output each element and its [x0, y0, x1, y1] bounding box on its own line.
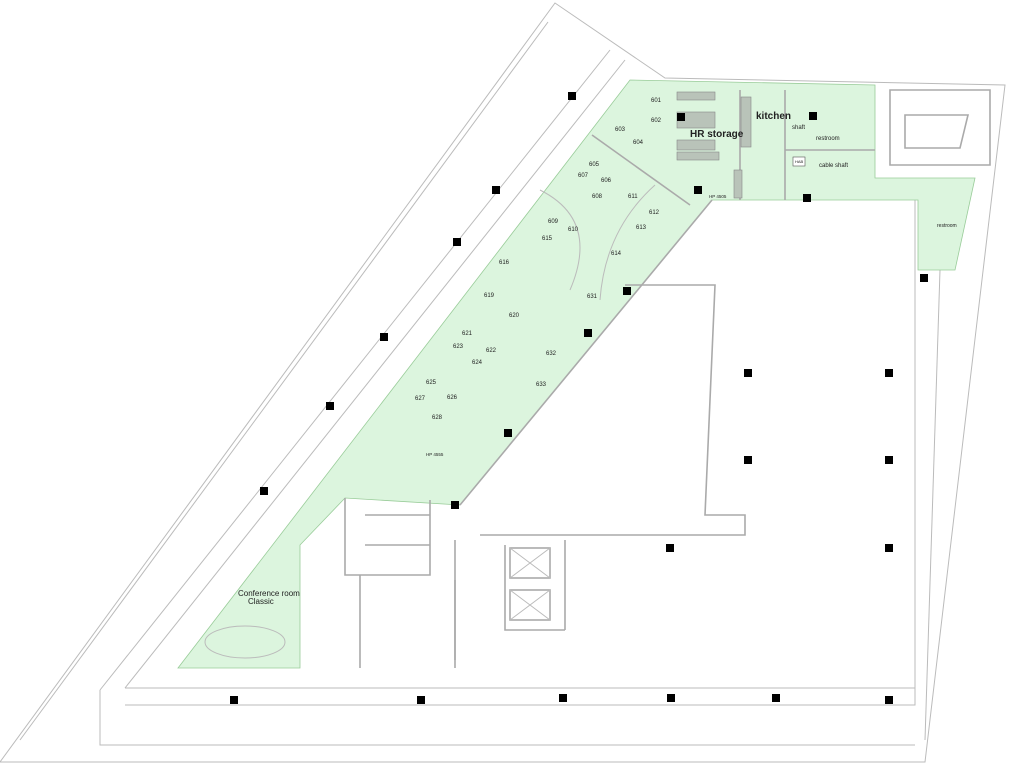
column-icon: [326, 402, 334, 410]
office-zone: [177, 79, 976, 669]
room-633-label[interactable]: 633: [536, 382, 547, 388]
room-610-label[interactable]: 610: [568, 227, 579, 233]
room-601-label[interactable]: 601: [651, 98, 662, 104]
column-icon: [666, 544, 674, 552]
room-631-label[interactable]: 631: [587, 294, 598, 300]
room-622-label[interactable]: 622: [486, 348, 497, 354]
column-icon: [380, 333, 388, 341]
room-624-label[interactable]: 624: [472, 360, 483, 366]
room-613-label[interactable]: 613: [636, 225, 647, 231]
column-icon: [417, 696, 425, 704]
room-632-label[interactable]: 632: [546, 351, 557, 357]
column-icon: [694, 186, 702, 194]
column-icon: [677, 113, 685, 121]
hr-storage-label: HR storage: [690, 129, 744, 140]
column-icon: [568, 92, 576, 100]
hab-label: HAB: [795, 159, 804, 164]
restroom-right-label: restroom: [937, 223, 957, 229]
column-icon: [260, 487, 268, 495]
storage-shelves: [676, 91, 752, 199]
column-icon: [451, 501, 459, 509]
column-icon: [885, 696, 893, 704]
room-603-label[interactable]: 603: [615, 127, 626, 133]
room-604-label[interactable]: 604: [633, 140, 644, 146]
hab-box: [792, 156, 806, 167]
room-621-label[interactable]: 621: [462, 331, 473, 337]
printer-hp4555-label[interactable]: HP 4555: [426, 452, 444, 457]
room-619-label[interactable]: 619: [484, 293, 495, 299]
room-611-label[interactable]: 611: [628, 194, 638, 200]
column-icon: [772, 694, 780, 702]
kitchen-label: kitchen: [756, 111, 791, 122]
room-628-label[interactable]: 628: [432, 415, 443, 421]
walls: [204, 89, 991, 668]
building-outline: [0, 2, 1006, 763]
column-icon: [453, 238, 461, 246]
printer-hp4505-label[interactable]: HP 4505: [709, 194, 727, 199]
column-icon: [492, 186, 500, 194]
structural-columns: [230, 92, 928, 704]
room-608-label[interactable]: 608: [592, 194, 603, 200]
conference-room-label[interactable]: Conference room: [238, 589, 300, 598]
column-icon: [230, 696, 238, 704]
room-602-label[interactable]: 602: [651, 118, 662, 124]
conference-room-sublabel: Classic: [248, 597, 274, 606]
room-614-label[interactable]: 614: [611, 251, 622, 257]
room-626-label[interactable]: 626: [447, 395, 458, 401]
column-icon: [584, 329, 592, 337]
room-612-label[interactable]: 612: [649, 210, 660, 216]
column-icon: [744, 369, 752, 377]
column-icon: [559, 694, 567, 702]
restroom-label: restroom: [816, 136, 840, 142]
column-icon: [744, 456, 752, 464]
room-606-label[interactable]: 606: [601, 178, 612, 184]
room-616-label[interactable]: 616: [499, 260, 510, 266]
room-620-label[interactable]: 620: [509, 313, 520, 319]
column-icon: [809, 112, 817, 120]
room-609-label[interactable]: 609: [548, 219, 559, 225]
column-icon: [504, 429, 512, 437]
column-icon: [885, 544, 893, 552]
column-icon: [885, 456, 893, 464]
column-icon: [920, 274, 928, 282]
room-605-label[interactable]: 605: [589, 162, 600, 168]
column-icon: [803, 194, 811, 202]
column-icon: [667, 694, 675, 702]
column-icon: [623, 287, 631, 295]
room-607-label[interactable]: 607: [578, 173, 589, 179]
room-615-label[interactable]: 615: [542, 236, 553, 242]
room-labels: 601 602 603 604 605 606 607 608 609 610 611 612 613 6…: [415, 98, 662, 421]
room-623-label[interactable]: 623: [453, 344, 464, 350]
cable-shaft-label: cable shaft: [819, 163, 848, 169]
room-627-label[interactable]: 627: [415, 396, 426, 402]
column-icon: [885, 369, 893, 377]
room-625-label[interactable]: 625: [426, 380, 437, 386]
shaft-label: shaft: [792, 125, 805, 131]
